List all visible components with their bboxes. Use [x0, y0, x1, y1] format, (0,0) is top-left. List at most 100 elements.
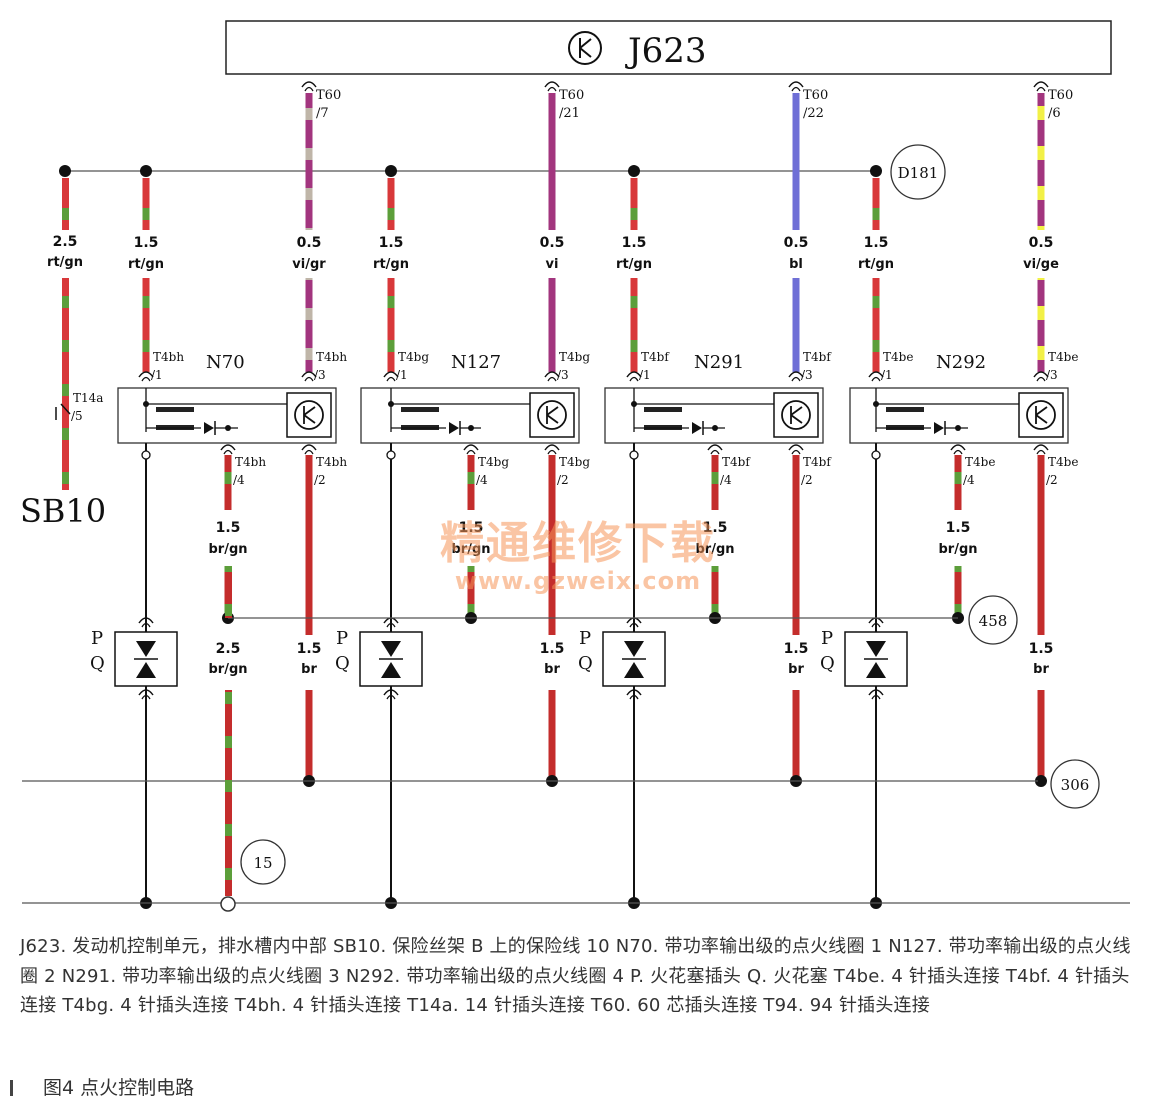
- pin1-number: /1: [396, 368, 408, 382]
- signal-wire-size: 0.5: [297, 235, 322, 251]
- ecu-transistor-icon: [568, 31, 602, 65]
- svg-text:D181: D181: [898, 164, 939, 182]
- ecu-pin-connector: T60: [1048, 88, 1073, 103]
- pin2-number: /2: [1046, 473, 1058, 487]
- pin4-connector: T4bh: [235, 455, 266, 469]
- signal-wire-color: vi: [546, 257, 559, 272]
- pin3-number: /3: [801, 368, 813, 382]
- coil-name: N292: [936, 352, 986, 373]
- pin2-connector: T4bh: [316, 455, 347, 469]
- diode-icon: [204, 422, 214, 434]
- svg-text:458: 458: [979, 612, 1008, 630]
- junctions: [59, 165, 882, 177]
- pin4-wire-size: 1.5: [946, 520, 971, 536]
- signal-wire-size: 0.5: [1029, 235, 1054, 251]
- plug-label-q: Q: [820, 653, 835, 674]
- pin1-connector: T4bh: [153, 350, 184, 364]
- t14a-label: T14a: [73, 391, 103, 405]
- plug-label-p: P: [336, 628, 348, 649]
- ecu-pin-number: /7: [316, 106, 329, 121]
- ecu-label: J623: [625, 31, 707, 71]
- diode-icon: [449, 422, 459, 434]
- ref-306: 306: [1050, 759, 1100, 809]
- out-wire-color: br: [544, 662, 560, 677]
- ecu-j623: J623: [225, 20, 1112, 75]
- supply-wire-size: 1.5: [864, 235, 889, 251]
- coil-transistor-icon: [773, 392, 819, 438]
- ecu-pin-connector: T60: [316, 88, 341, 103]
- pin1-connector: T4bf: [641, 350, 670, 364]
- coil-group-n127: T60/210.5vi1.5rt/gnT4bg/1T4bg/3N127T4bg/…: [335, 81, 590, 909]
- signal-wire-color: bl: [789, 257, 803, 272]
- coil-name: N127: [451, 352, 501, 373]
- figure-caption: J623. 发动机控制单元，排水槽内中部 SB10. 保险丝架 B 上的保险线 …: [20, 936, 1131, 1016]
- out-wire-size: 1.5: [1029, 641, 1054, 657]
- ecu-pin-number: /22: [803, 106, 824, 121]
- pin3-connector: T4bh: [316, 350, 347, 364]
- supply-wire-color: rt/gn: [128, 257, 164, 272]
- diode-icon: [934, 422, 944, 434]
- coil-group-n291: T60/220.5bl1.5rt/gnT4bf/1T4bf/3N291T4bf/…: [578, 81, 832, 909]
- fuse-sb10-wire: 2.5 rt/gn T14a /5 SB10: [20, 178, 106, 530]
- pin2-number: /2: [801, 473, 813, 487]
- ecu-pin-number: /6: [1048, 106, 1061, 121]
- signal-wire-size: 0.5: [540, 235, 565, 251]
- coil-name: N291: [694, 352, 744, 373]
- pin4-wire-size: 1.5: [216, 520, 241, 536]
- pin4-number: /4: [476, 473, 488, 487]
- diode-icon: [692, 422, 702, 434]
- out-wire-size: 1.5: [540, 641, 565, 657]
- pin4-number: /4: [720, 473, 732, 487]
- pin4-wire-color: br/gn: [208, 542, 247, 557]
- pin4-number: /4: [963, 473, 975, 487]
- pin4-connector: T4bf: [722, 455, 751, 469]
- pin2-connector: T4bg: [559, 455, 590, 469]
- pin2-number: /2: [557, 473, 569, 487]
- svg-text:/5: /5: [71, 409, 83, 423]
- pin4-connector: T4bg: [478, 455, 509, 469]
- pin1-number: /1: [881, 368, 893, 382]
- spark-plug-icon: [359, 631, 423, 687]
- spark-plug-icon: [602, 631, 666, 687]
- pin4-wire-color: br/gn: [938, 542, 977, 557]
- pin4-connector: T4be: [965, 455, 995, 469]
- supply-wire-color: rt/gn: [616, 257, 652, 272]
- pin1-number: /1: [151, 368, 163, 382]
- signal-wire-color: vi/ge: [1023, 257, 1059, 272]
- svg-text:br/gn: br/gn: [208, 662, 247, 677]
- pin3-connector: T4bf: [803, 350, 832, 364]
- plug-label-q: Q: [578, 653, 593, 674]
- svg-text:2.5: 2.5: [53, 234, 78, 250]
- figure-title: 图4 点火控制电路: [10, 1073, 194, 1100]
- out-wire-color: br: [788, 662, 804, 677]
- plug-label-q: Q: [335, 653, 350, 674]
- ecu-pin-connector: T60: [559, 88, 584, 103]
- supply-wire-color: rt/gn: [373, 257, 409, 272]
- coil-transistor-icon: [286, 392, 332, 438]
- pin1-connector: T4bg: [398, 350, 429, 364]
- pin2-connector: T4bf: [803, 455, 832, 469]
- primary-winding: [401, 407, 439, 412]
- pin2-number: /2: [314, 473, 326, 487]
- pin2-connector: T4be: [1048, 455, 1078, 469]
- ecu-pin-connector: T60: [803, 88, 828, 103]
- svg-text:15: 15: [253, 854, 272, 872]
- primary-winding: [156, 407, 194, 412]
- out-wire-color: br: [1033, 662, 1049, 677]
- ecu-pin-number: /21: [559, 106, 580, 121]
- ref-15: 15: [240, 839, 286, 885]
- out-wire-size: 1.5: [297, 641, 322, 657]
- ref-458: 458: [968, 595, 1018, 645]
- signal-wire-color: vi/gr: [292, 257, 326, 272]
- svg-text:rt/gn: rt/gn: [47, 255, 83, 270]
- spark-plug-icon: [844, 631, 908, 687]
- fuse-sb10-label: SB10: [20, 492, 106, 530]
- coil-name: N70: [206, 352, 245, 373]
- supply-wire-color: rt/gn: [858, 257, 894, 272]
- pin4-wire-size: 1.5: [703, 520, 728, 536]
- pin4-wire-size: 1.5: [459, 520, 484, 536]
- signal-wire-size: 0.5: [784, 235, 809, 251]
- plug-label-q: Q: [90, 653, 105, 674]
- ref-d181: D181: [890, 144, 946, 200]
